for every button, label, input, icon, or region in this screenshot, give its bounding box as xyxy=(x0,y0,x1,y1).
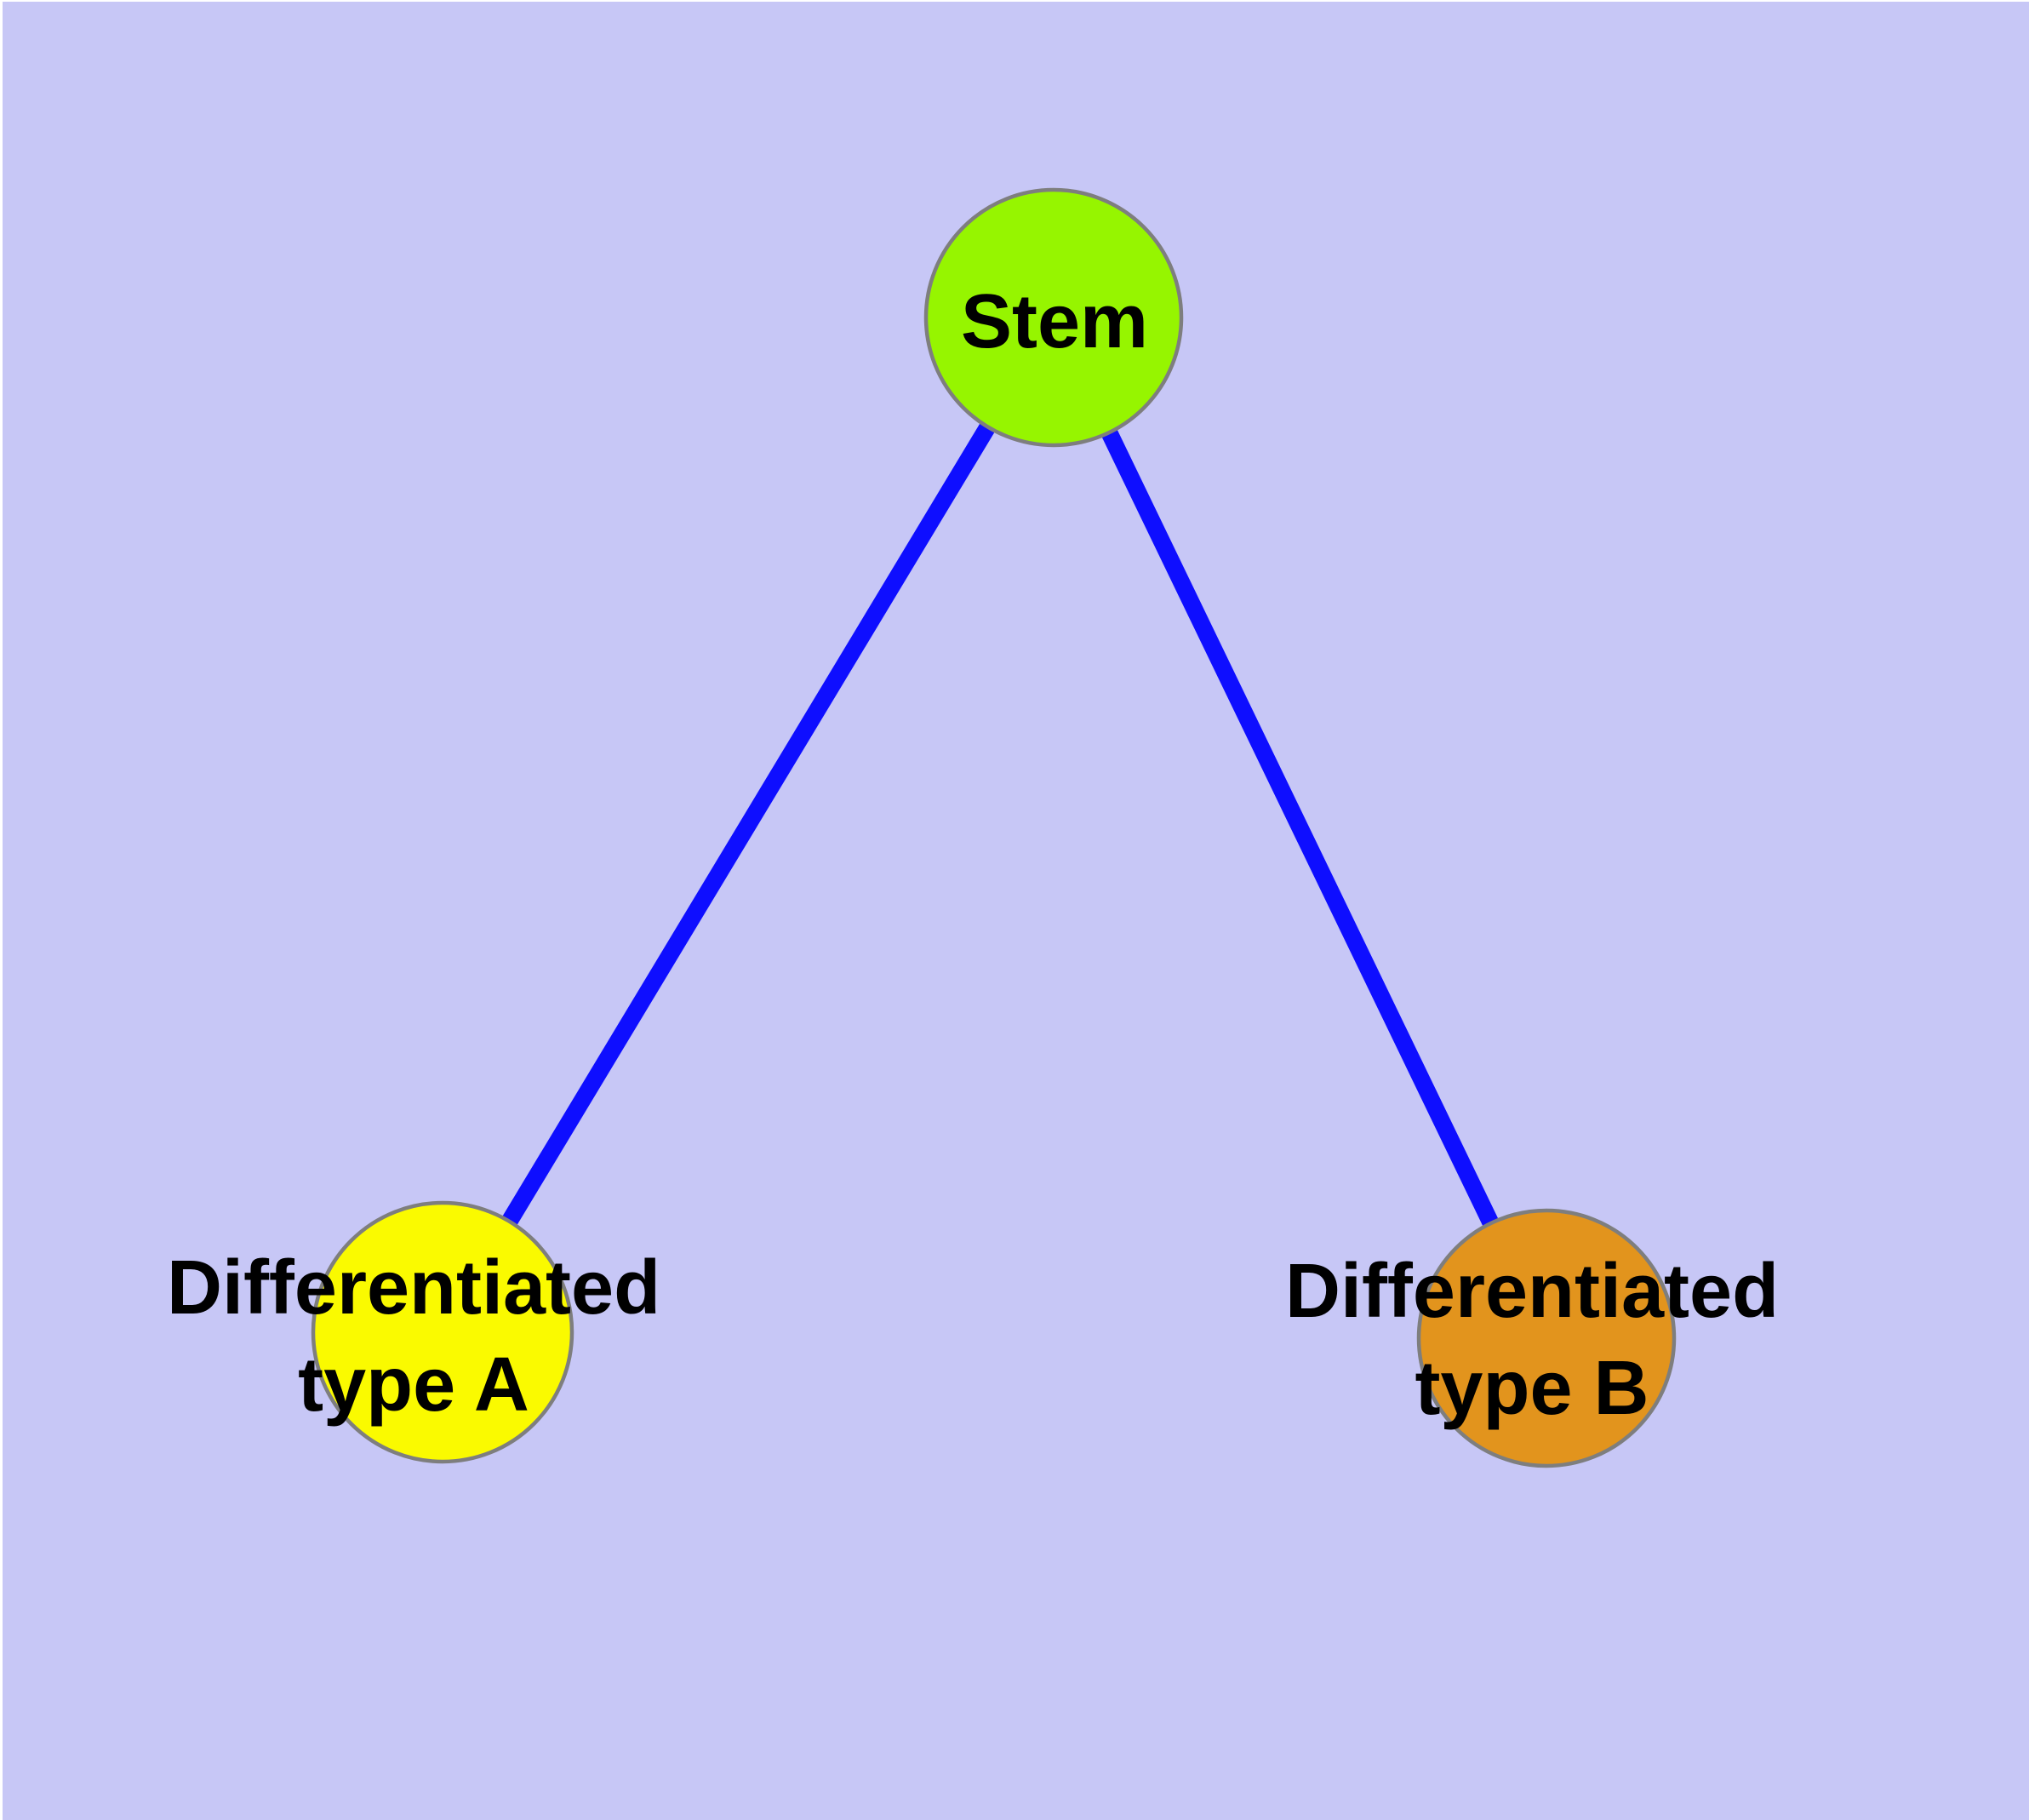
node-type-a-label: Differentiated type A xyxy=(167,1239,660,1434)
node-type-b-label: Differentiated type B xyxy=(1285,1243,1779,1437)
node-type-a-circle xyxy=(311,1200,574,1464)
edge-stem-to-type-a xyxy=(434,309,1062,1341)
diagram-graphic xyxy=(3,2,2029,1820)
node-stem-label: Stem xyxy=(960,279,1149,364)
node-type-a-label-line1: Differentiated xyxy=(166,1245,661,1331)
edge-stem-to-type-b xyxy=(1045,309,1555,1347)
diagram-canvas: Stem Differentiated type A Differentiate… xyxy=(3,2,2029,1820)
node-type-a-label-line2: type A xyxy=(298,1342,529,1428)
node-type-b-label-line2: type B xyxy=(1415,1346,1649,1431)
node-type-b-circle xyxy=(1416,1208,1677,1468)
node-type-b-label-line1: Differentiated xyxy=(1284,1249,1780,1334)
node-stem-circle xyxy=(923,187,1184,448)
